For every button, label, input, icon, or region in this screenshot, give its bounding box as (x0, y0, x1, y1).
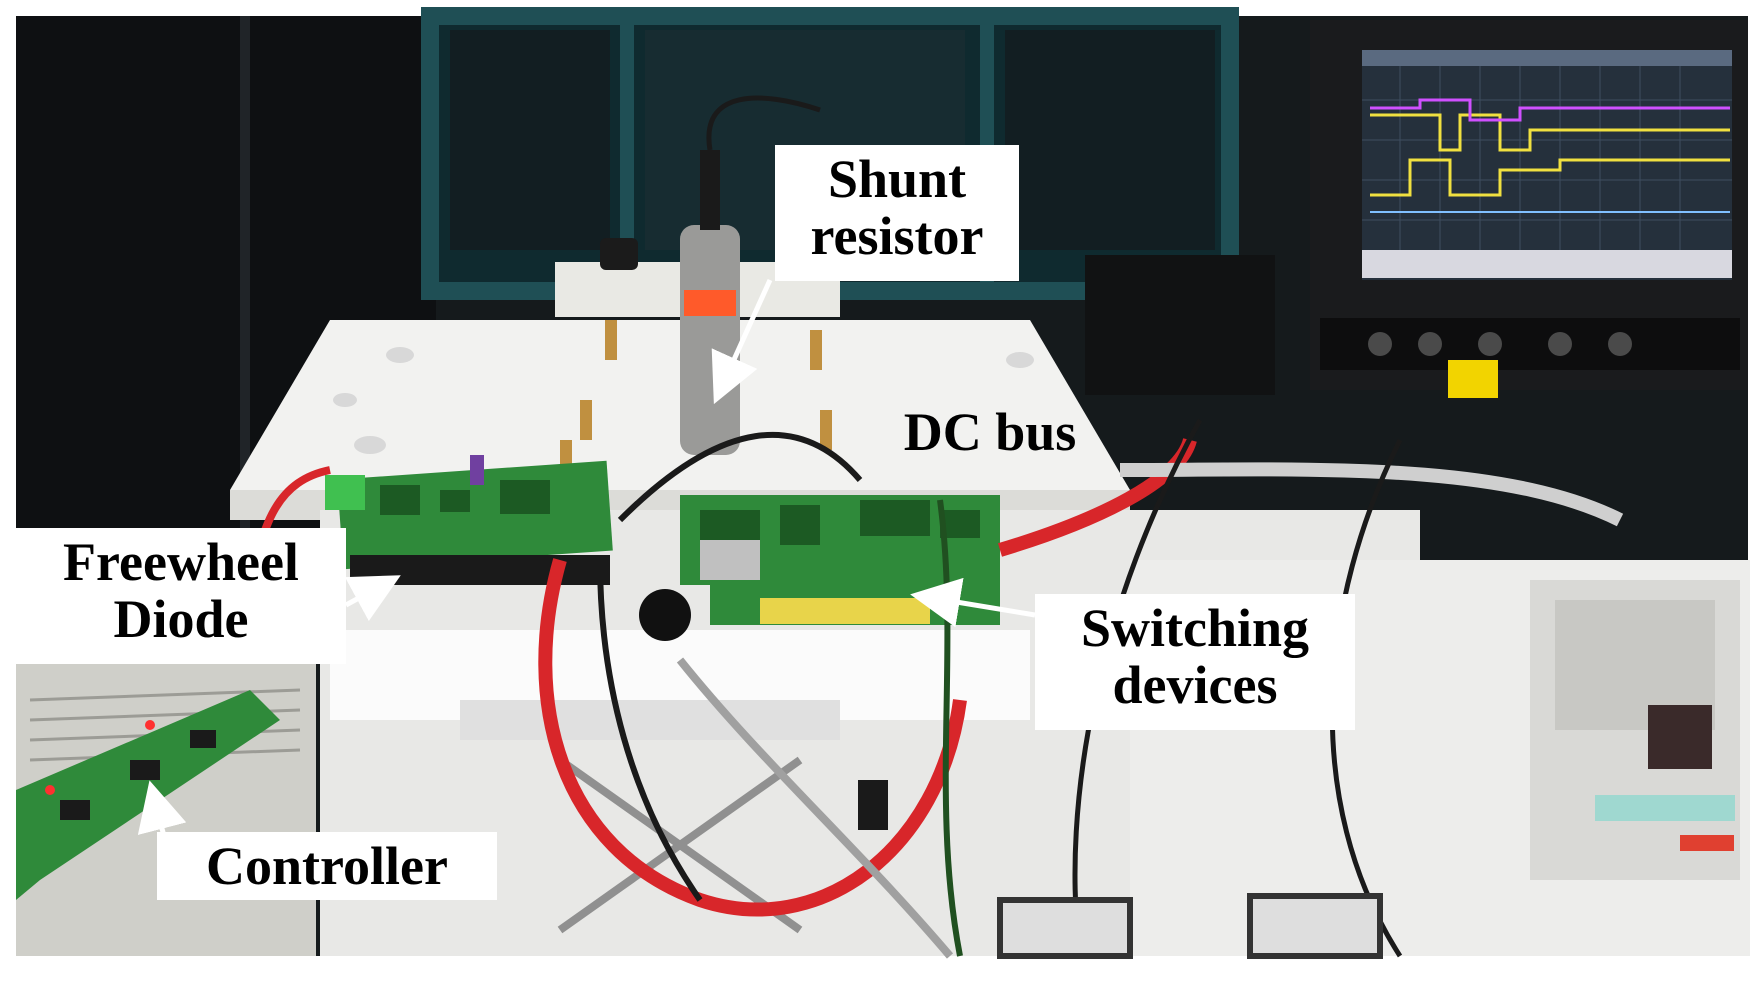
controller-label-text: Controller (206, 836, 448, 896)
switching-devices-label: Switching devices (1035, 594, 1355, 730)
shunt-connector (700, 150, 720, 230)
scope-status-bar (1362, 250, 1732, 278)
shunt-cylinder (680, 225, 740, 455)
board-holes (333, 347, 1034, 454)
chiller-panel (1595, 795, 1735, 821)
controller-chips (60, 730, 216, 820)
chiller-logo-mark (1680, 835, 1734, 851)
chiller-display (1648, 705, 1712, 769)
shunt-resistor-label-line2: resistor (810, 205, 984, 266)
controller-label: Controller (157, 832, 497, 900)
black-clamp (858, 780, 888, 830)
orange-tape (684, 290, 736, 316)
black-cable-1 (597, 559, 703, 902)
switching-devices-label-line1: Switching (1080, 598, 1310, 658)
green-wire (937, 499, 963, 957)
switching-devices-label-line2: devices (1112, 654, 1278, 715)
controller-leds (45, 720, 155, 795)
current-probe-2 (1247, 893, 1383, 959)
arrow-switching (910, 577, 1036, 628)
scope-trace-yellow-2 (1370, 158, 1730, 197)
yellow-probe-tag (1448, 360, 1498, 398)
freewheel-diode-label: Freewheel Diode (16, 528, 346, 664)
arrow-controller (137, 780, 187, 841)
freewheel-diode-label-line2: Diode (113, 588, 249, 649)
yellow-tape (760, 598, 930, 624)
shunt-resistor-label-line1: Shunt (827, 149, 967, 209)
scope-trace-yellow-1 (1370, 113, 1730, 152)
freewheel-diode-label-line1: Freewheel (63, 532, 299, 592)
black-cable-2 (617, 431, 863, 523)
brass-standoffs (560, 320, 832, 470)
arrow-shunt (711, 278, 773, 405)
scope-trace-magenta (1370, 98, 1730, 122)
shunt-resistor-label: Shunt resistor (775, 145, 1019, 281)
arrow-freewheel (344, 575, 401, 622)
dc-bus-label-text: DC bus (903, 402, 1077, 462)
oscilloscope-menu-bar (1362, 50, 1732, 66)
dc-bus-label: DC bus (880, 400, 1100, 466)
plug (600, 238, 638, 270)
pcb-components-right (700, 500, 980, 545)
connector-knob (639, 589, 691, 641)
window-pane-3 (1005, 30, 1215, 250)
pcb-components-left (380, 455, 550, 515)
white-hose (1119, 462, 1624, 527)
current-probe-1 (997, 897, 1133, 959)
shunt-base (700, 540, 760, 580)
scope-bnc-connectors (1368, 332, 1632, 356)
cabinet-edge (240, 16, 250, 616)
window-mullion-left (620, 16, 634, 291)
lab-jack-top (460, 700, 840, 740)
small-instrument (1085, 255, 1275, 395)
green-connector (325, 475, 365, 510)
window-pane-1 (450, 30, 610, 250)
lab-jack-scissor (557, 756, 803, 934)
oscilloscope-screen (1362, 50, 1732, 280)
grey-cable (676, 657, 954, 959)
shunt-cable (706, 95, 821, 151)
